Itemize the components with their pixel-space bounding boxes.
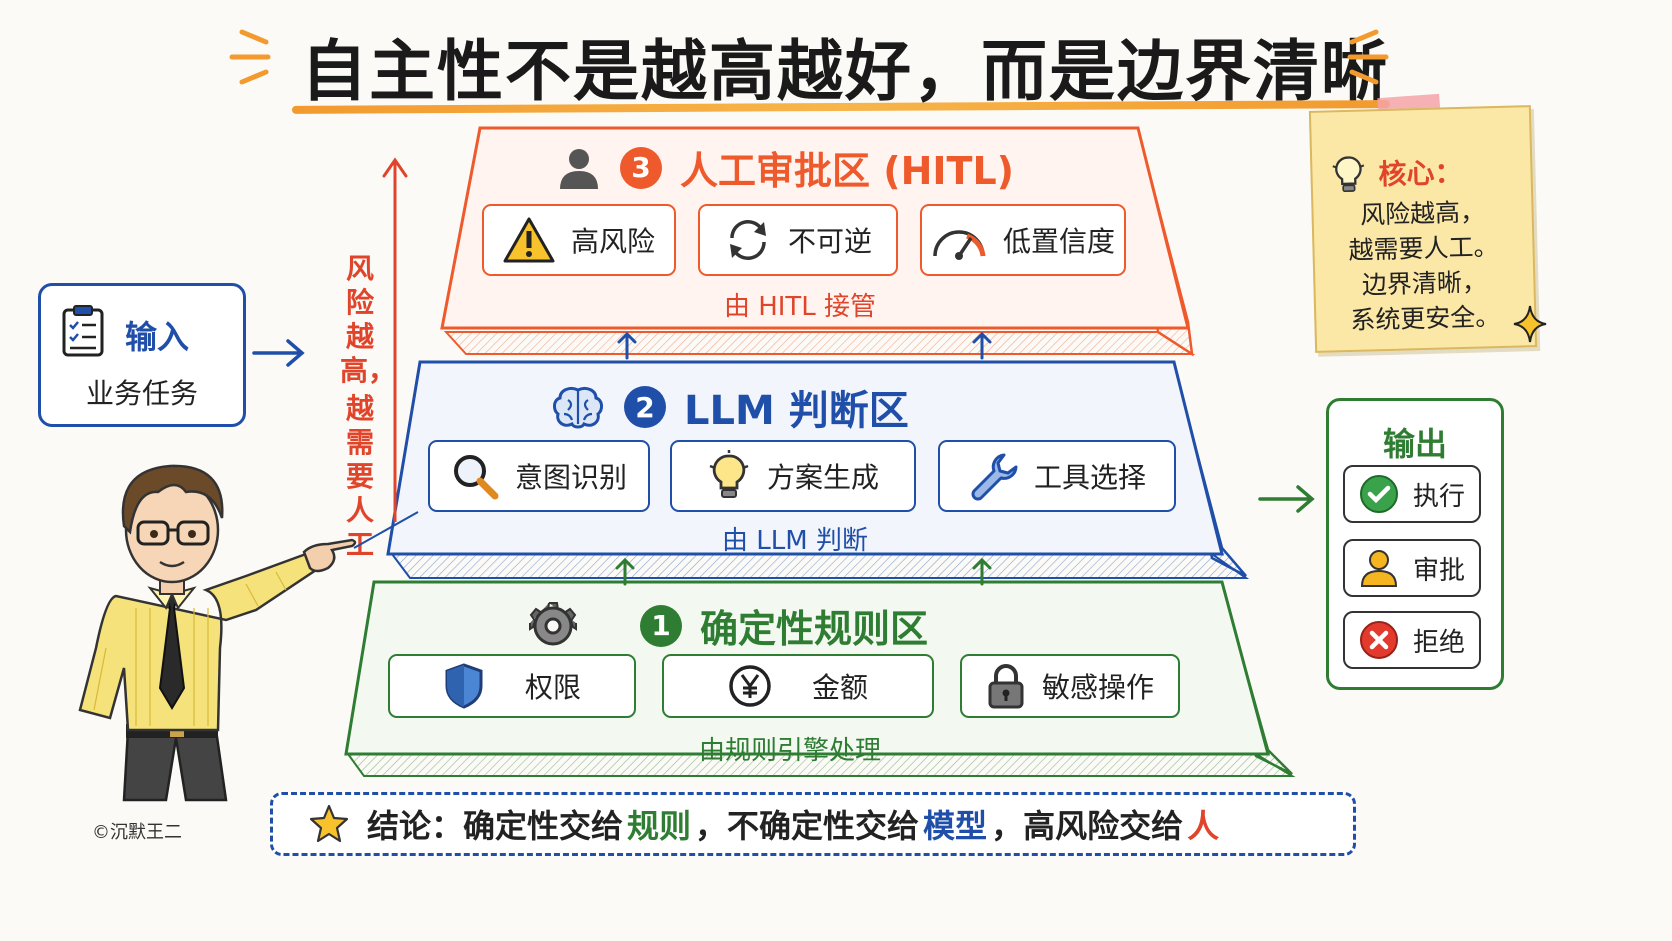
shield-icon — [445, 663, 483, 709]
output-item-label: 拒绝 — [1412, 627, 1465, 658]
output-item-execute: 执行 — [1343, 465, 1481, 523]
left-sparkle-icon — [229, 29, 271, 85]
clipboard-checklist-icon — [62, 305, 104, 357]
tier-middle-title: LLM 判断区 — [684, 388, 909, 434]
tier-top-number: 3 — [620, 146, 662, 189]
tier-middle-number: 2 — [624, 386, 666, 428]
yen-coin-icon — [729, 665, 771, 707]
tier-bottom-title: 确定性规则区 — [700, 607, 929, 651]
output-arrow — [1258, 485, 1315, 513]
output-item-label: 审批 — [1412, 555, 1465, 586]
note-line: 越需要人工。 — [1348, 232, 1499, 265]
tier-top-header: 3 人工审批区 (HITL) — [556, 140, 1014, 195]
chip-plan-generation: 方案生成 — [670, 440, 916, 512]
risk-side-label: 风险越高， 越需要人工 — [340, 252, 397, 562]
chip-label: 高风险 — [570, 225, 655, 258]
conclusion-human: 人 — [1187, 807, 1220, 845]
chip-label: 敏感操作 — [1041, 671, 1154, 704]
chip-label: 方案生成 — [766, 461, 879, 494]
risk-side-label-line1: 风险越高， — [340, 252, 397, 387]
brain-icon — [553, 386, 603, 429]
chip-high-risk: 高风险 — [482, 204, 676, 276]
note-line: 系统更安全。 — [1349, 302, 1501, 335]
output-item-label: 执行 — [1412, 481, 1465, 512]
core-note: 核心： 风险越高， 越需要人工。 边界清晰， 系统更安全。 — [1308, 105, 1538, 353]
input-desc: 业务任务 — [85, 377, 198, 410]
person-icon — [560, 148, 598, 189]
tier-top-title: 人工审批区 (HITL) — [680, 149, 1015, 193]
sparkle-star-icon — [1513, 305, 1547, 343]
conclusion-tail: ，高风险交给 — [991, 807, 1184, 845]
magnifier-icon — [453, 455, 499, 500]
chip-tool-selection: 工具选择 — [938, 440, 1176, 512]
chip-sensitive-operations: 敏感操作 — [960, 654, 1180, 718]
chip-label: 金额 — [811, 671, 868, 704]
conclusion-middle: ，不确定性交给 — [695, 807, 920, 845]
tier-middle-header: 2 LLM 判断区 — [550, 378, 909, 436]
conclusion-rules: 规则 — [627, 807, 692, 845]
chip-intent-recognition: 意图识别 — [428, 440, 650, 512]
tier-connector-arrows — [615, 331, 992, 586]
risk-up-arrow — [382, 157, 408, 522]
lock-icon — [988, 664, 1024, 709]
chip-label: 权限 — [524, 671, 581, 704]
person-icon — [1360, 550, 1397, 587]
input-arrow — [252, 339, 305, 367]
cycle-arrows-icon — [729, 220, 766, 260]
tier-bottom-header: 1 确定性规则区 — [528, 598, 928, 653]
note-line: 边界清晰， — [1361, 267, 1488, 300]
presenter-illustration — [78, 464, 357, 802]
output-box: 输出 执行 审批 拒绝 — [1326, 398, 1504, 690]
input-title: 输入 — [125, 318, 190, 356]
page-title: 自主性不是越高越好，而是边界清晰 — [301, 33, 1389, 110]
tier-middle-footer: 由 LLM 判断 — [722, 526, 868, 556]
gear-icon — [529, 601, 577, 645]
x-circle-icon — [1359, 621, 1398, 659]
conclusion-model: 模型 — [923, 807, 988, 845]
output-item-reject: 拒绝 — [1343, 611, 1481, 669]
risk-side-label-line2: 越需要人工 — [345, 392, 374, 561]
chip-label: 不可逆 — [787, 225, 872, 258]
tier-bottom-footer: 由规则引擎处理 — [698, 736, 881, 766]
pointer-line — [353, 511, 419, 549]
tier-top-footer: 由 HITL 接管 — [723, 292, 877, 322]
star-icon — [309, 804, 349, 843]
wrench-icon — [971, 453, 1018, 501]
input-box: 输入 业务任务 — [38, 283, 246, 427]
conclusion-box: 结论：确定性交给 规则 ，不确定性交给 模型 ，高风险交给 人 — [270, 792, 1356, 856]
lightbulb-icon — [1332, 156, 1365, 193]
chip-permissions: 权限 — [388, 654, 636, 718]
lightbulb-icon — [709, 450, 749, 498]
chip-low-confidence: 低置信度 — [920, 204, 1126, 276]
chip-label: 工具选择 — [1033, 461, 1146, 494]
right-sparkle-icon — [1347, 29, 1389, 85]
note-body: 风险越高， 越需要人工。 边界清晰， 系统更安全。 — [1313, 193, 1535, 339]
check-circle-icon — [1359, 475, 1398, 513]
warning-icon — [503, 217, 555, 263]
chip-amount: 金额 — [662, 654, 934, 718]
credit-text: ©沉默王二 — [92, 822, 182, 843]
chip-label: 低置信度 — [1002, 225, 1115, 258]
conclusion-prefix: 结论：确定性交给 — [367, 807, 624, 845]
output-title: 输出 — [1382, 425, 1447, 463]
chip-label: 意图识别 — [514, 461, 627, 494]
chip-irreversible: 不可逆 — [698, 204, 898, 276]
gauge-icon — [933, 230, 986, 260]
note-line: 风险越高， — [1359, 197, 1486, 230]
tier-bottom-number: 1 — [640, 604, 682, 647]
note-heading: 核心： — [1378, 155, 1463, 192]
output-item-approve: 审批 — [1343, 539, 1481, 597]
